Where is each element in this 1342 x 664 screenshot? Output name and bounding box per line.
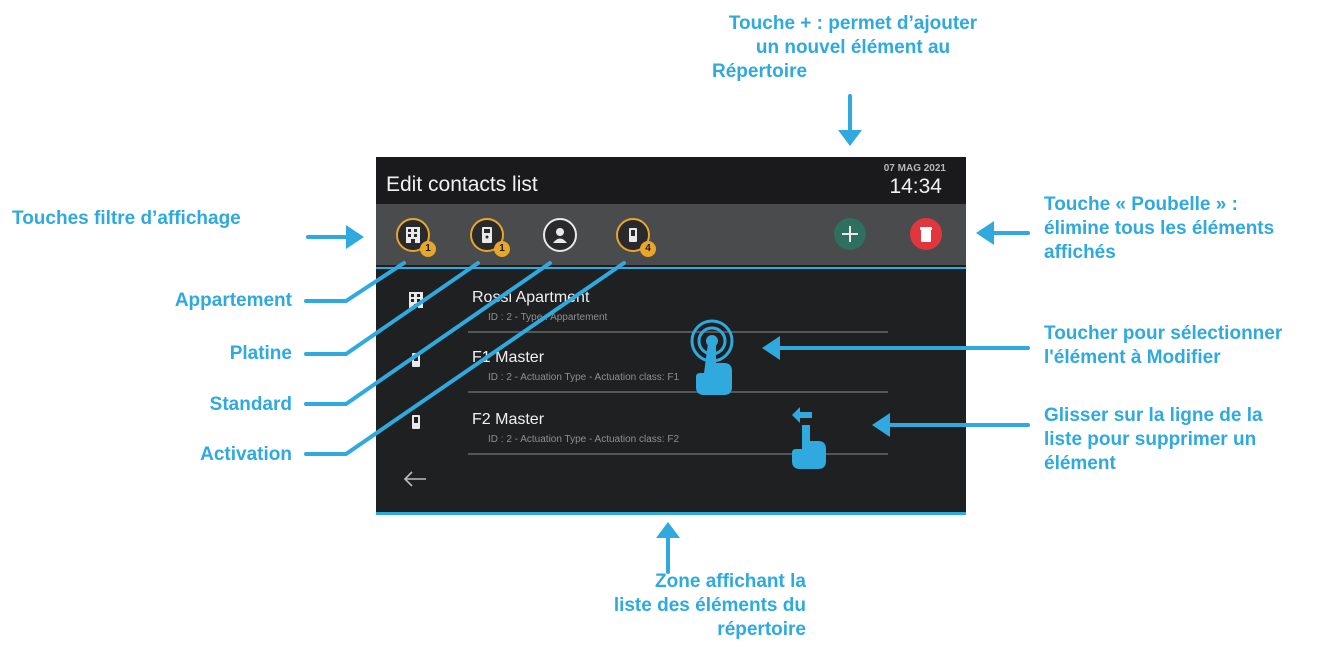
tap-gesture-icon [690,319,734,395]
leader-standard [304,261,552,406]
callout-line: élément [1044,453,1116,474]
callout-line: Standard [209,394,292,415]
trash-button[interactable] [910,218,942,250]
list-item-subtitle: ID : 2 - Actuation Type - Actuation clas… [488,372,680,383]
callout-line: un nouvel élément au [755,37,951,58]
building-icon [406,227,420,243]
trash-icon [920,227,932,242]
filter-badge: 1 [420,241,436,257]
row-divider [468,453,888,455]
callout-swipe: Glisser sur la ligne de la liste pour su… [1044,404,1263,476]
device-screen: Edit contacts list 07 MAG 2021 14:34 1 1 [376,157,966,515]
filter-activation-button[interactable]: 4 [616,218,656,257]
arrowhead [838,130,862,146]
filter-toolbar: 1 1 4 [376,204,966,265]
date-display: 07 MAG 2021 [883,163,946,174]
callout-line: Toucher pour sélectionner [1044,323,1283,344]
actuator-icon [412,415,420,429]
row-divider [468,391,888,393]
callout-line: Touches filtre d’affichage [12,208,241,229]
list-item-subtitle: ID : 2 - Actuation Type - Actuation clas… [488,434,680,445]
callout-line: Zone affichant la [655,571,806,592]
callout-line: Activation [200,444,292,465]
callout-trash: Touche « Poubelle » : élimine tous les é… [1044,193,1274,265]
screen-title: Edit contacts list [386,173,538,196]
callout-add-button: Touche + : permet d’ajouter un nouvel él… [698,12,1008,84]
filter-badge: 1 [494,241,510,257]
callout-line: Platine [229,343,292,364]
callout-line: affichés [1044,242,1116,263]
list-item-title: F2 Master [472,411,545,428]
callout-line: Répertoire [712,61,808,82]
callout-list-zone: Zone affichant la liste des éléments du … [560,570,806,642]
callout-line: répertoire [717,619,806,640]
actuator-icon [629,228,637,242]
person-icon [553,228,567,243]
callout-line: liste des éléments du [613,595,806,616]
time-display: 14:34 [889,175,942,198]
filter-badge: 4 [640,241,656,257]
filter-standard-button[interactable] [543,218,577,252]
leader-appartement [304,261,406,303]
row-divider [468,331,888,333]
callout-line: élimine tous les éléments [1044,218,1275,239]
arrowhead [346,225,364,249]
filter-apartment-button[interactable]: 1 [396,218,436,257]
callout-platine: Platine [120,342,292,366]
list-item[interactable]: F2 Master ID : 2 - Actuation Type - Actu… [376,399,966,461]
callout-filters: Touches filtre d’affichage [12,207,241,231]
callout-line: liste pour supprimer un [1044,429,1257,450]
callout-select: Toucher pour sélectionner l'élément à Mo… [1044,322,1282,370]
callout-line: l'élément à Modifier [1044,347,1221,368]
callout-standard: Standard [120,393,292,417]
callout-line: Glisser sur la ligne de la [1044,405,1263,426]
add-button[interactable] [834,218,866,250]
callout-activation: Activation [120,443,292,467]
callout-line: Touche + : permet d’ajouter [728,13,978,34]
filter-door-panel-button[interactable]: 1 [470,218,510,257]
title-bar: Edit contacts list 07 MAG 2021 14:34 [376,157,966,204]
back-arrow-icon[interactable] [402,469,428,489]
contacts-list[interactable]: Rossi Apartment ID : 2 - Type : Appartem… [376,267,966,512]
swipe-gesture-icon [792,407,826,469]
callout-appartement: Appartement [120,289,292,313]
arrowhead [762,336,780,360]
plus-icon [842,226,858,242]
leader-activation [304,261,626,456]
leader-platine [304,261,480,356]
list-item-title: Rossi Apartment [472,289,590,306]
arrowhead [656,522,680,538]
callout-line: Appartement [174,290,292,311]
callout-line: Touche « Poubelle » : [1044,194,1238,215]
arrowhead [976,221,994,245]
arrowhead [872,413,890,437]
door-panel-icon [482,227,492,243]
